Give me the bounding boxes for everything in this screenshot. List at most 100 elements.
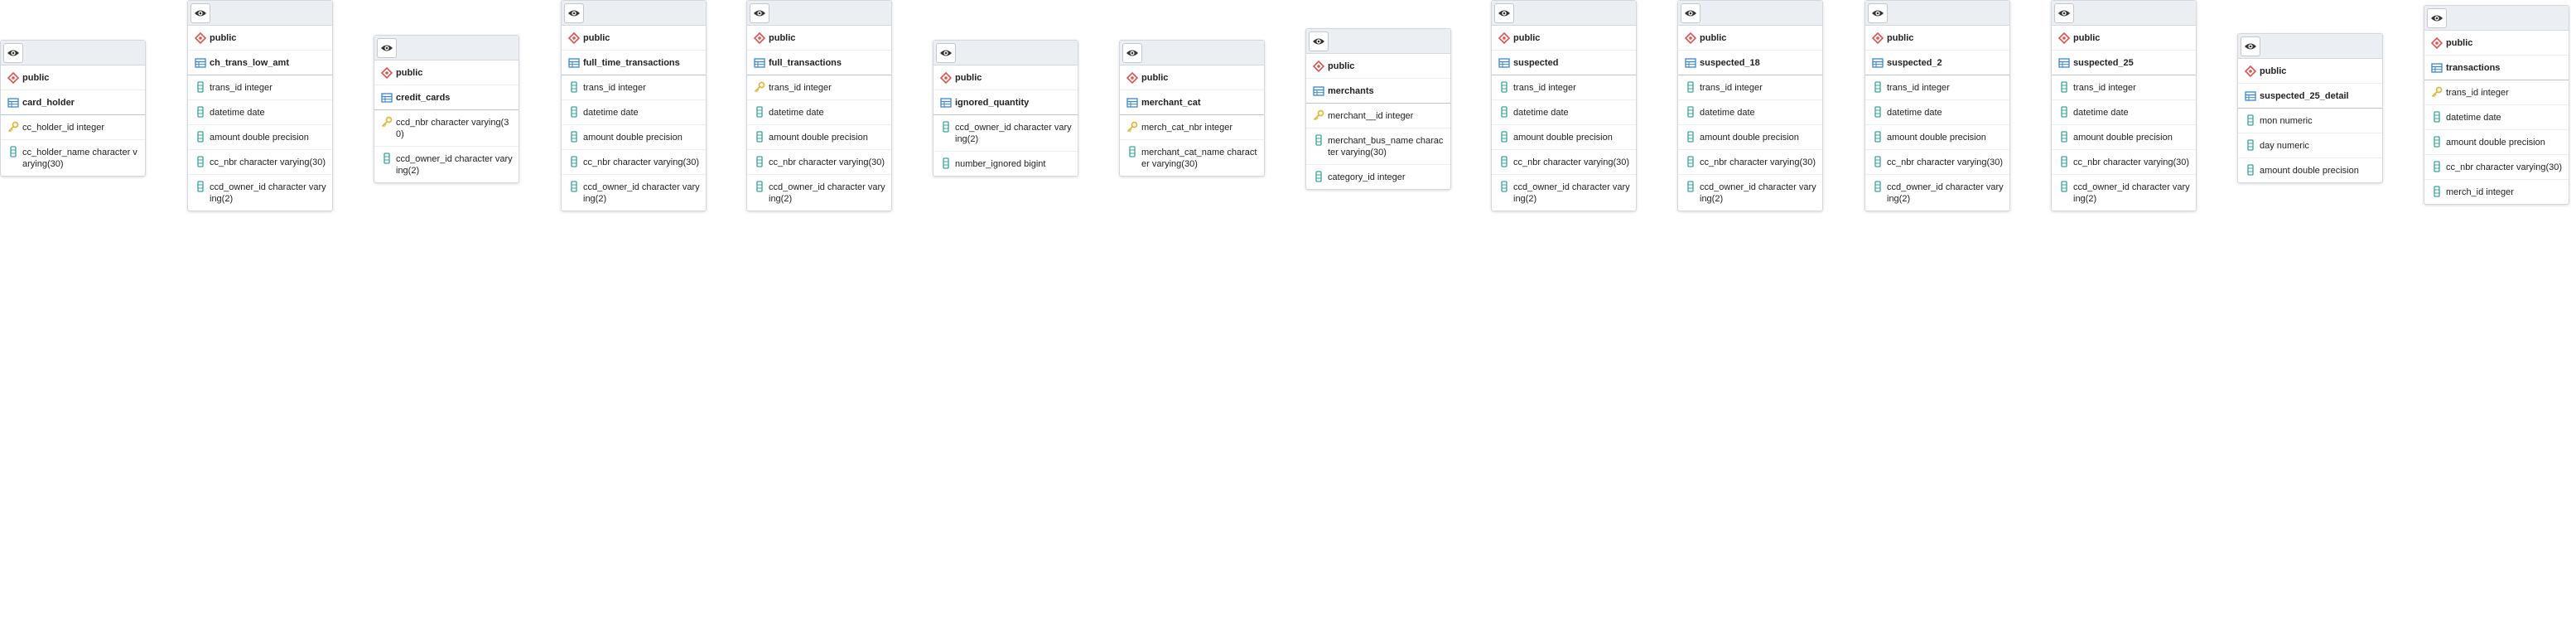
column-row[interactable]: cc_nbr character varying(30) <box>2052 150 2196 175</box>
column-row[interactable]: cc_holder_name character varying(30) <box>1 140 145 176</box>
table-name-row[interactable]: suspected <box>1492 51 1636 75</box>
column-row[interactable]: ccd_owner_id character varying(2) <box>188 175 332 211</box>
table-name-row[interactable]: transactions <box>2424 56 2569 80</box>
eye-icon[interactable] <box>1494 3 1514 23</box>
table-name-row[interactable]: full_transactions <box>747 51 891 75</box>
schema-label: public <box>769 33 796 43</box>
column-row[interactable]: amount double precision <box>1492 125 1636 150</box>
table-name-row[interactable]: suspected_25 <box>2052 51 2196 75</box>
column-row[interactable]: amount double precision <box>2238 158 2382 182</box>
table-card-card_holder[interactable]: public card_holder cc_holder_id integer … <box>0 40 146 177</box>
column-row[interactable]: cc_nbr character varying(30) <box>188 150 332 175</box>
column-row[interactable]: datetime date <box>747 100 891 125</box>
table-name-row[interactable]: credit_cards <box>374 85 519 110</box>
table-name-row[interactable]: merchants <box>1306 79 1450 104</box>
table-card-credit_cards[interactable]: public credit_cards ccd_nbr character va… <box>374 35 519 183</box>
column-row[interactable]: number_ignored bigint <box>933 152 1078 176</box>
column-row[interactable]: ccd_owner_id character varying(2) <box>1678 175 1822 211</box>
eye-icon[interactable] <box>377 38 397 58</box>
column-row[interactable]: mon numeric <box>2238 109 2382 133</box>
table-card-merchants[interactable]: public merchants merchant__id integer me… <box>1305 28 1451 190</box>
column-row[interactable]: day numeric <box>2238 133 2382 158</box>
column-row[interactable]: cc_nbr character varying(30) <box>747 150 891 175</box>
eye-icon[interactable] <box>1122 43 1142 63</box>
column-row[interactable]: amount double precision <box>747 125 891 150</box>
column-row[interactable]: amount double precision <box>2052 125 2196 150</box>
eye-icon[interactable] <box>2054 3 2074 23</box>
column-row[interactable]: cc_nbr character varying(30) <box>2424 155 2569 180</box>
column-row[interactable]: merchant__id integer <box>1306 104 1450 128</box>
column-row[interactable]: cc_nbr character varying(30) <box>1678 150 1822 175</box>
column-row[interactable]: amount double precision <box>1865 125 2009 150</box>
column-row[interactable]: amount double precision <box>188 125 332 150</box>
column-row[interactable]: trans_id integer <box>2424 80 2569 105</box>
eye-icon[interactable] <box>191 3 210 23</box>
schema-row: public <box>2238 59 2382 84</box>
table-card-ignored_quantity[interactable]: public ignored_quantity ccd_owner_id cha… <box>933 40 1078 177</box>
eye-icon[interactable] <box>936 43 956 63</box>
table-card-ch_trans_low_amt[interactable]: public ch_trans_low_amt trans_id integer… <box>187 0 333 211</box>
column-row[interactable]: ccd_nbr character varying(30) <box>374 110 519 147</box>
column-row[interactable]: merch_cat_nbr integer <box>1120 115 1264 140</box>
eye-icon[interactable] <box>564 3 584 23</box>
table-name-row[interactable]: full_time_transactions <box>562 51 706 75</box>
eye-icon[interactable] <box>3 43 23 63</box>
table-name-row[interactable]: suspected_25_detail <box>2238 84 2382 109</box>
table-card-full_transactions[interactable]: public full_transactions trans_id intege… <box>746 0 892 211</box>
column-row[interactable]: datetime date <box>2424 105 2569 130</box>
eye-icon[interactable] <box>1681 3 1700 23</box>
column-row[interactable]: trans_id integer <box>562 75 706 100</box>
eye-icon[interactable] <box>2427 8 2447 28</box>
column-row[interactable]: trans_id integer <box>1492 75 1636 100</box>
column-row[interactable]: ccd_owner_id character varying(2) <box>933 115 1078 152</box>
column-row[interactable]: trans_id integer <box>747 75 891 100</box>
column-row[interactable]: cc_nbr character varying(30) <box>1865 150 2009 175</box>
column-row[interactable]: trans_id integer <box>2052 75 2196 100</box>
column-row[interactable]: ccd_owner_id character varying(2) <box>2052 175 2196 211</box>
table-name-row[interactable]: ignored_quantity <box>933 90 1078 115</box>
table-name-row[interactable]: suspected_18 <box>1678 51 1822 75</box>
table-name-row[interactable]: card_holder <box>1 90 145 115</box>
column-row[interactable]: amount double precision <box>2424 130 2569 155</box>
column-row[interactable]: merchant_cat_name character varying(30) <box>1120 140 1264 176</box>
column-row[interactable]: datetime date <box>1492 100 1636 125</box>
table-name-row[interactable]: suspected_2 <box>1865 51 2009 75</box>
table-card-suspected_2[interactable]: public suspected_2 trans_id integer date… <box>1864 0 2010 211</box>
table-card-merchant_cat[interactable]: public merchant_cat merch_cat_nbr intege… <box>1119 40 1265 177</box>
table-card-suspected[interactable]: public suspected trans_id integer dateti… <box>1491 0 1637 211</box>
column-row[interactable]: datetime date <box>188 100 332 125</box>
column-row[interactable]: amount double precision <box>562 125 706 150</box>
column-row[interactable]: cc_holder_id integer <box>1 115 145 140</box>
eye-icon[interactable] <box>1868 3 1888 23</box>
table-card-suspected_25_detail[interactable]: public suspected_25_detail mon numeric d… <box>2237 33 2383 183</box>
column-row[interactable]: merch_id integer <box>2424 180 2569 204</box>
column-row[interactable]: ccd_owner_id character varying(2) <box>1865 175 2009 211</box>
column-label: ccd_owner_id character varying(2) <box>769 182 885 204</box>
column-row[interactable]: datetime date <box>562 100 706 125</box>
column-row[interactable]: merchant_bus_name character varying(30) <box>1306 128 1450 165</box>
eye-icon[interactable] <box>1309 31 1329 51</box>
table-card-suspected_18[interactable]: public suspected_18 trans_id integer dat… <box>1677 0 1823 211</box>
column-row[interactable]: ccd_owner_id character varying(2) <box>374 147 519 182</box>
column-row[interactable]: cc_nbr character varying(30) <box>562 150 706 175</box>
column-row[interactable]: amount double precision <box>1678 125 1822 150</box>
column-row[interactable]: datetime date <box>1865 100 2009 125</box>
column-row[interactable]: ccd_owner_id character varying(2) <box>1492 175 1636 211</box>
table-card-full_time_transactions[interactable]: public full_time_transactions trans_id i… <box>561 0 707 211</box>
column-row[interactable]: ccd_owner_id character varying(2) <box>747 175 891 211</box>
column-row[interactable]: trans_id integer <box>1678 75 1822 100</box>
column-row[interactable]: trans_id integer <box>188 75 332 100</box>
table-card-suspected_25[interactable]: public suspected_25 trans_id integer dat… <box>2051 0 2197 211</box>
column-row[interactable]: cc_nbr character varying(30) <box>1492 150 1636 175</box>
table-name-row[interactable]: ch_trans_low_amt <box>188 51 332 75</box>
eye-icon[interactable] <box>750 3 769 23</box>
table-name-row[interactable]: merchant_cat <box>1120 90 1264 115</box>
column-row[interactable]: category_id integer <box>1306 165 1450 189</box>
column-row[interactable]: datetime date <box>1678 100 1822 125</box>
column-label: amount double precision <box>210 133 309 143</box>
column-row[interactable]: trans_id integer <box>1865 75 2009 100</box>
eye-icon[interactable] <box>2241 36 2260 56</box>
column-row[interactable]: ccd_owner_id character varying(2) <box>562 175 706 211</box>
table-card-transactions[interactable]: public transactions trans_id integer dat… <box>2424 5 2569 205</box>
column-row[interactable]: datetime date <box>2052 100 2196 125</box>
